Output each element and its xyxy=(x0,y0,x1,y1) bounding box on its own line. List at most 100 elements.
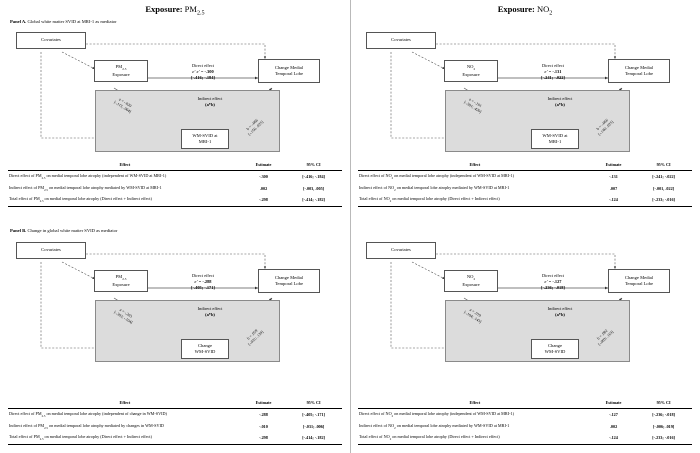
th-ci: 95% CI xyxy=(635,160,692,171)
node-exposure-no2: NO2 Exposure xyxy=(444,60,498,82)
c-prime-value: c' = -.288 xyxy=(194,278,212,284)
cell-ci: [-.006; .019] xyxy=(652,423,675,429)
cell-estimate: -.131 xyxy=(591,169,636,183)
cell-estimate: -.298 xyxy=(241,432,286,445)
th-ci: 95% CI xyxy=(285,160,342,171)
indirect-effect-label: Indirect effect (a*b) xyxy=(547,96,573,107)
table-pm25-panel-a: Effect Estimate 95% CI Direct effect of … xyxy=(8,160,342,207)
exposure-word: Exposure xyxy=(112,281,130,287)
exposure-formula: PM2.5 xyxy=(115,274,127,282)
cell-effect: Direct effect of NO2 on medial temporal … xyxy=(358,169,592,183)
diagram-pm25-panel-a: Covariates PM2.5 Exposure Change Medial … xyxy=(0,26,350,156)
cell-effect: Total effect of NO2 on medial temporal l… xyxy=(358,194,592,207)
c-prime-value: c' = -.127 xyxy=(544,278,562,284)
table-row: Total effect of PM2.5 on medial temporal… xyxy=(8,194,342,207)
table-row: Indirect effect of PM2.5 on medial tempo… xyxy=(8,182,342,194)
th-estimate: Estimate xyxy=(591,160,636,171)
cell-estimate: -.010 xyxy=(259,423,268,429)
cell-effect: Indirect effect of PM2.5 on medial tempo… xyxy=(9,184,162,192)
cell-estimate: -.124 xyxy=(591,194,636,207)
table-no2-panel-b: Effect Estimate 95% CI Direct effect of … xyxy=(358,398,692,445)
indirect-effect-label: Indirect effect (a*b) xyxy=(197,306,223,317)
table-row: Indirect effect of NO2 on medial tempora… xyxy=(358,182,692,194)
cell-ci: [-.241; -.022] xyxy=(635,169,692,183)
table-row: Direct effect of PM2.5 on medial tempora… xyxy=(8,169,342,183)
th-estimate: Estimate xyxy=(241,160,286,171)
th-estimate: Estimate xyxy=(241,398,286,409)
th-effect: Effect xyxy=(358,160,592,171)
cell-estimate: -.288 xyxy=(241,407,286,421)
th-effect: Effect xyxy=(8,160,242,171)
node-outcome: Change Medial Temporal Lobe xyxy=(608,59,670,83)
node-outcome: Change Medial Temporal Lobe xyxy=(258,59,320,83)
cell-effect: Indirect effect of NO2 on medial tempora… xyxy=(359,422,510,430)
table-row: Total effect of NO2 on medial temporal l… xyxy=(358,432,692,445)
cell-estimate: .002 xyxy=(609,423,618,429)
indirect-effect-label: Indirect effect (a*b) xyxy=(547,306,573,317)
cell-effect: Direct effect of PM2.5 on medial tempora… xyxy=(8,169,242,183)
cell-estimate: -.127 xyxy=(591,407,636,421)
panel-a-label-pm25: Panel A. Global white matter SVID at MRI… xyxy=(10,19,117,24)
cell-effect: Total effect of PM2.5 on medial temporal… xyxy=(8,194,242,207)
cell-effect: Indirect effect of NO2 on medial tempora… xyxy=(359,184,510,192)
exposure-formula: NO2 xyxy=(466,274,476,282)
panel-b-label-pm25: Panel B. Change in global white matter S… xyxy=(10,228,118,233)
direct-effect-label: Direct effect c' = -.288 [-.405; -.171] xyxy=(191,273,215,290)
table-pm25-panel-b: Effect Estimate 95% CI Direct effect of … xyxy=(8,398,342,445)
cell-effect: Direct effect of PM2.5 on medial tempora… xyxy=(8,407,242,421)
exposure-title-pm25: Exposure: PM2.5 xyxy=(145,4,205,17)
column-pm25: Exposure: PM2.5 Panel A. Global white ma… xyxy=(0,4,350,445)
c-prime-ci: [-.241; -.022] xyxy=(541,74,565,80)
cell-effect: Indirect effect of PM2.5 on medial tempo… xyxy=(9,422,164,430)
cell-ci: [-.001, .022] xyxy=(653,185,675,191)
node-mediator: WM-SVID at MRI-1 xyxy=(531,129,579,149)
exposure-word: Exposure xyxy=(462,281,480,287)
node-mediator: WM-SVID at MRI-1 xyxy=(181,129,229,149)
node-covariates: Covariates xyxy=(366,32,436,49)
table-row: Direct effect of PM2.5 on medial tempora… xyxy=(8,407,342,421)
cell-ci: [-.405; -.171] xyxy=(285,407,342,421)
th-estimate: Estimate xyxy=(591,398,636,409)
table-row: Indirect effect of PM2.5 on medial tempo… xyxy=(8,420,342,432)
table-no2-panel-a: Effect Estimate 95% CI Direct effect of … xyxy=(358,160,692,207)
cell-ci: [-.233; -.016] xyxy=(635,194,692,207)
direct-effect-label: Direct effect c' = -.127 [-.236; -.018] xyxy=(541,273,565,290)
cell-effect: Total effect of PM2.5 on medial temporal… xyxy=(8,432,242,445)
diagram-no2-panel-b: Covariates NO2 Exposure Change Medial Te… xyxy=(350,236,700,366)
node-covariates: Covariates xyxy=(366,242,436,259)
node-covariates: Covariates xyxy=(16,32,86,49)
cell-effect: Total effect of NO2 on medial temporal l… xyxy=(358,432,592,445)
cell-ci: [-.031; .006] xyxy=(302,423,325,429)
indirect-effect-label: Indirect effect (a*b) xyxy=(197,96,223,107)
table-row: Total effect of NO2 on medial temporal l… xyxy=(358,194,692,207)
node-exposure-no2: NO2 Exposure xyxy=(444,270,498,292)
exposure-word: Exposure xyxy=(462,71,480,77)
column-divider xyxy=(350,0,351,453)
node-mediator: Change WM-SVID xyxy=(531,339,579,359)
cell-ci: [-.236; -.018] xyxy=(635,407,692,421)
th-ci: 95% CI xyxy=(285,398,342,409)
column-no2: Exposure: NO2 Covariates NO2 Exposure Ch… xyxy=(350,0,700,453)
exposure-word: Exposure xyxy=(112,71,130,77)
cell-ci: [-.414; -.182] xyxy=(285,432,342,445)
node-exposure-pm25: PM2.5 Exposure xyxy=(94,60,148,82)
table-row: Direct effect of NO2 on medial temporal … xyxy=(358,169,692,183)
table-row: Direct effect of NO2 on medial temporal … xyxy=(358,407,692,421)
cell-ci: [-.003, .005] xyxy=(303,185,325,191)
cell-ci: [-.416; -.184] xyxy=(285,169,342,183)
diagram-no2-panel-a: Covariates NO2 Exposure Change Medial Te… xyxy=(350,26,700,156)
table-row: Indirect effect of NO2 on medial tempora… xyxy=(358,420,692,432)
cell-estimate: .007 xyxy=(609,185,618,191)
node-covariates: Covariates xyxy=(16,242,86,259)
node-exposure-pm25: PM2.5 Exposure xyxy=(94,270,148,292)
th-effect: Effect xyxy=(8,398,242,409)
indirect-effect-region xyxy=(445,300,630,362)
cell-estimate: -.300 xyxy=(241,169,286,183)
direct-effect-label: Direct effect c' = -.131 [-.241; -.022] xyxy=(541,63,565,80)
cell-estimate: .002 xyxy=(259,185,268,191)
cell-estimate: -.298 xyxy=(241,194,286,207)
cell-ci: [-.233; -.016] xyxy=(635,432,692,445)
c-prime-ci: [-.405; -.171] xyxy=(191,284,215,290)
c-prime-ci: [-.416; -.184] xyxy=(191,74,215,80)
